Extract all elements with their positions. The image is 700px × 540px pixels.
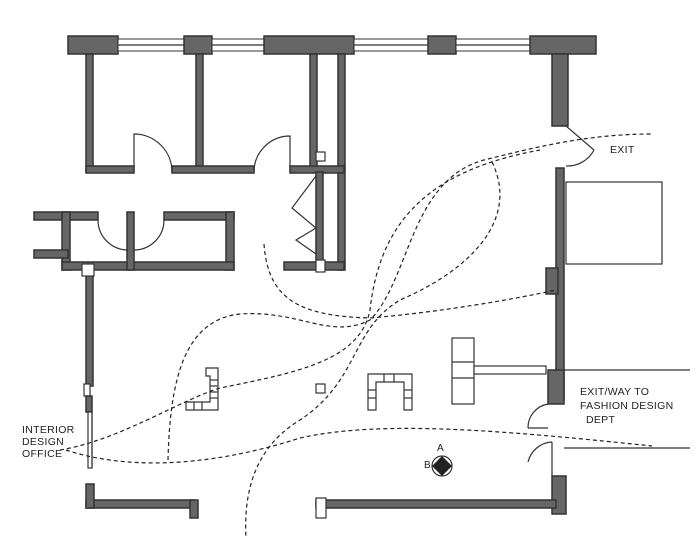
column xyxy=(315,383,326,394)
marker-ab xyxy=(431,455,453,477)
right-wall-middle xyxy=(545,167,690,449)
marker-label-a: A xyxy=(437,443,444,454)
runway-stand xyxy=(451,337,547,405)
circulation-paths xyxy=(59,133,653,539)
exit-door-right xyxy=(527,403,553,476)
u-seating-left xyxy=(185,367,219,411)
exit-label-right-2: FASHION DESIGN xyxy=(580,400,674,412)
office-label-1: INTERIOR xyxy=(22,424,75,436)
exit-label-right-3: DEPT xyxy=(586,414,616,426)
u-seating-center xyxy=(367,373,413,411)
office-label-3: OFFICE xyxy=(22,448,63,460)
closet xyxy=(283,171,345,273)
bottom-wall-post-right xyxy=(315,497,327,519)
restroom-block xyxy=(33,211,235,271)
exit-label-right-1: EXIT/WAY TO xyxy=(580,386,650,398)
office-label-2: DESIGN xyxy=(22,436,65,448)
bottom-wall-left-post xyxy=(85,483,95,509)
right-wall-upper xyxy=(551,53,569,127)
bottom-wall-right xyxy=(315,499,557,509)
upper-rooms xyxy=(85,53,346,271)
marker-label-b: B xyxy=(424,460,431,471)
top-wall xyxy=(67,35,597,55)
exit-label-top: EXIT xyxy=(610,144,635,156)
exit-door-top xyxy=(565,125,595,167)
bottom-wall-left xyxy=(85,499,195,509)
bottom-wall-left-return xyxy=(189,499,199,519)
stage-platform xyxy=(565,181,663,265)
left-wall xyxy=(81,263,95,469)
